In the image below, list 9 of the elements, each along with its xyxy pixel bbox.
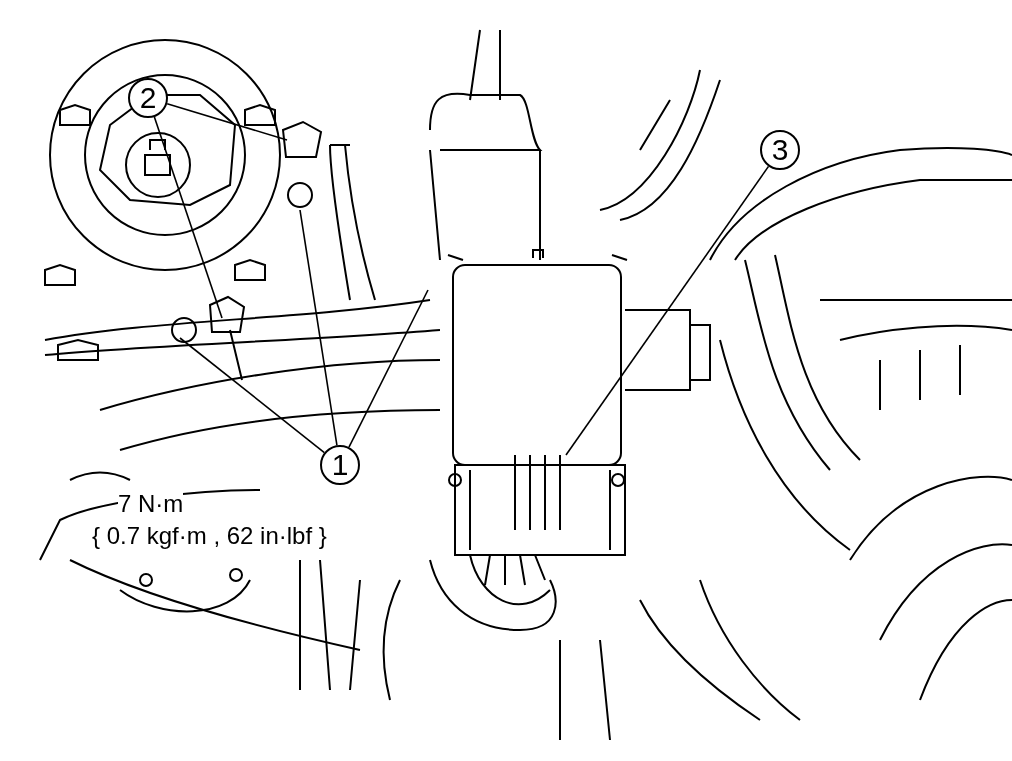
leader-line [565, 165, 770, 456]
leader-line [166, 103, 288, 141]
callout-number: 3 [760, 130, 800, 170]
callout-number: 1 [320, 445, 360, 485]
leader-line [299, 209, 338, 447]
leader-line [153, 116, 223, 319]
leader-line [348, 289, 429, 448]
leader-line [179, 337, 326, 454]
callout-number: 2 [128, 78, 168, 118]
